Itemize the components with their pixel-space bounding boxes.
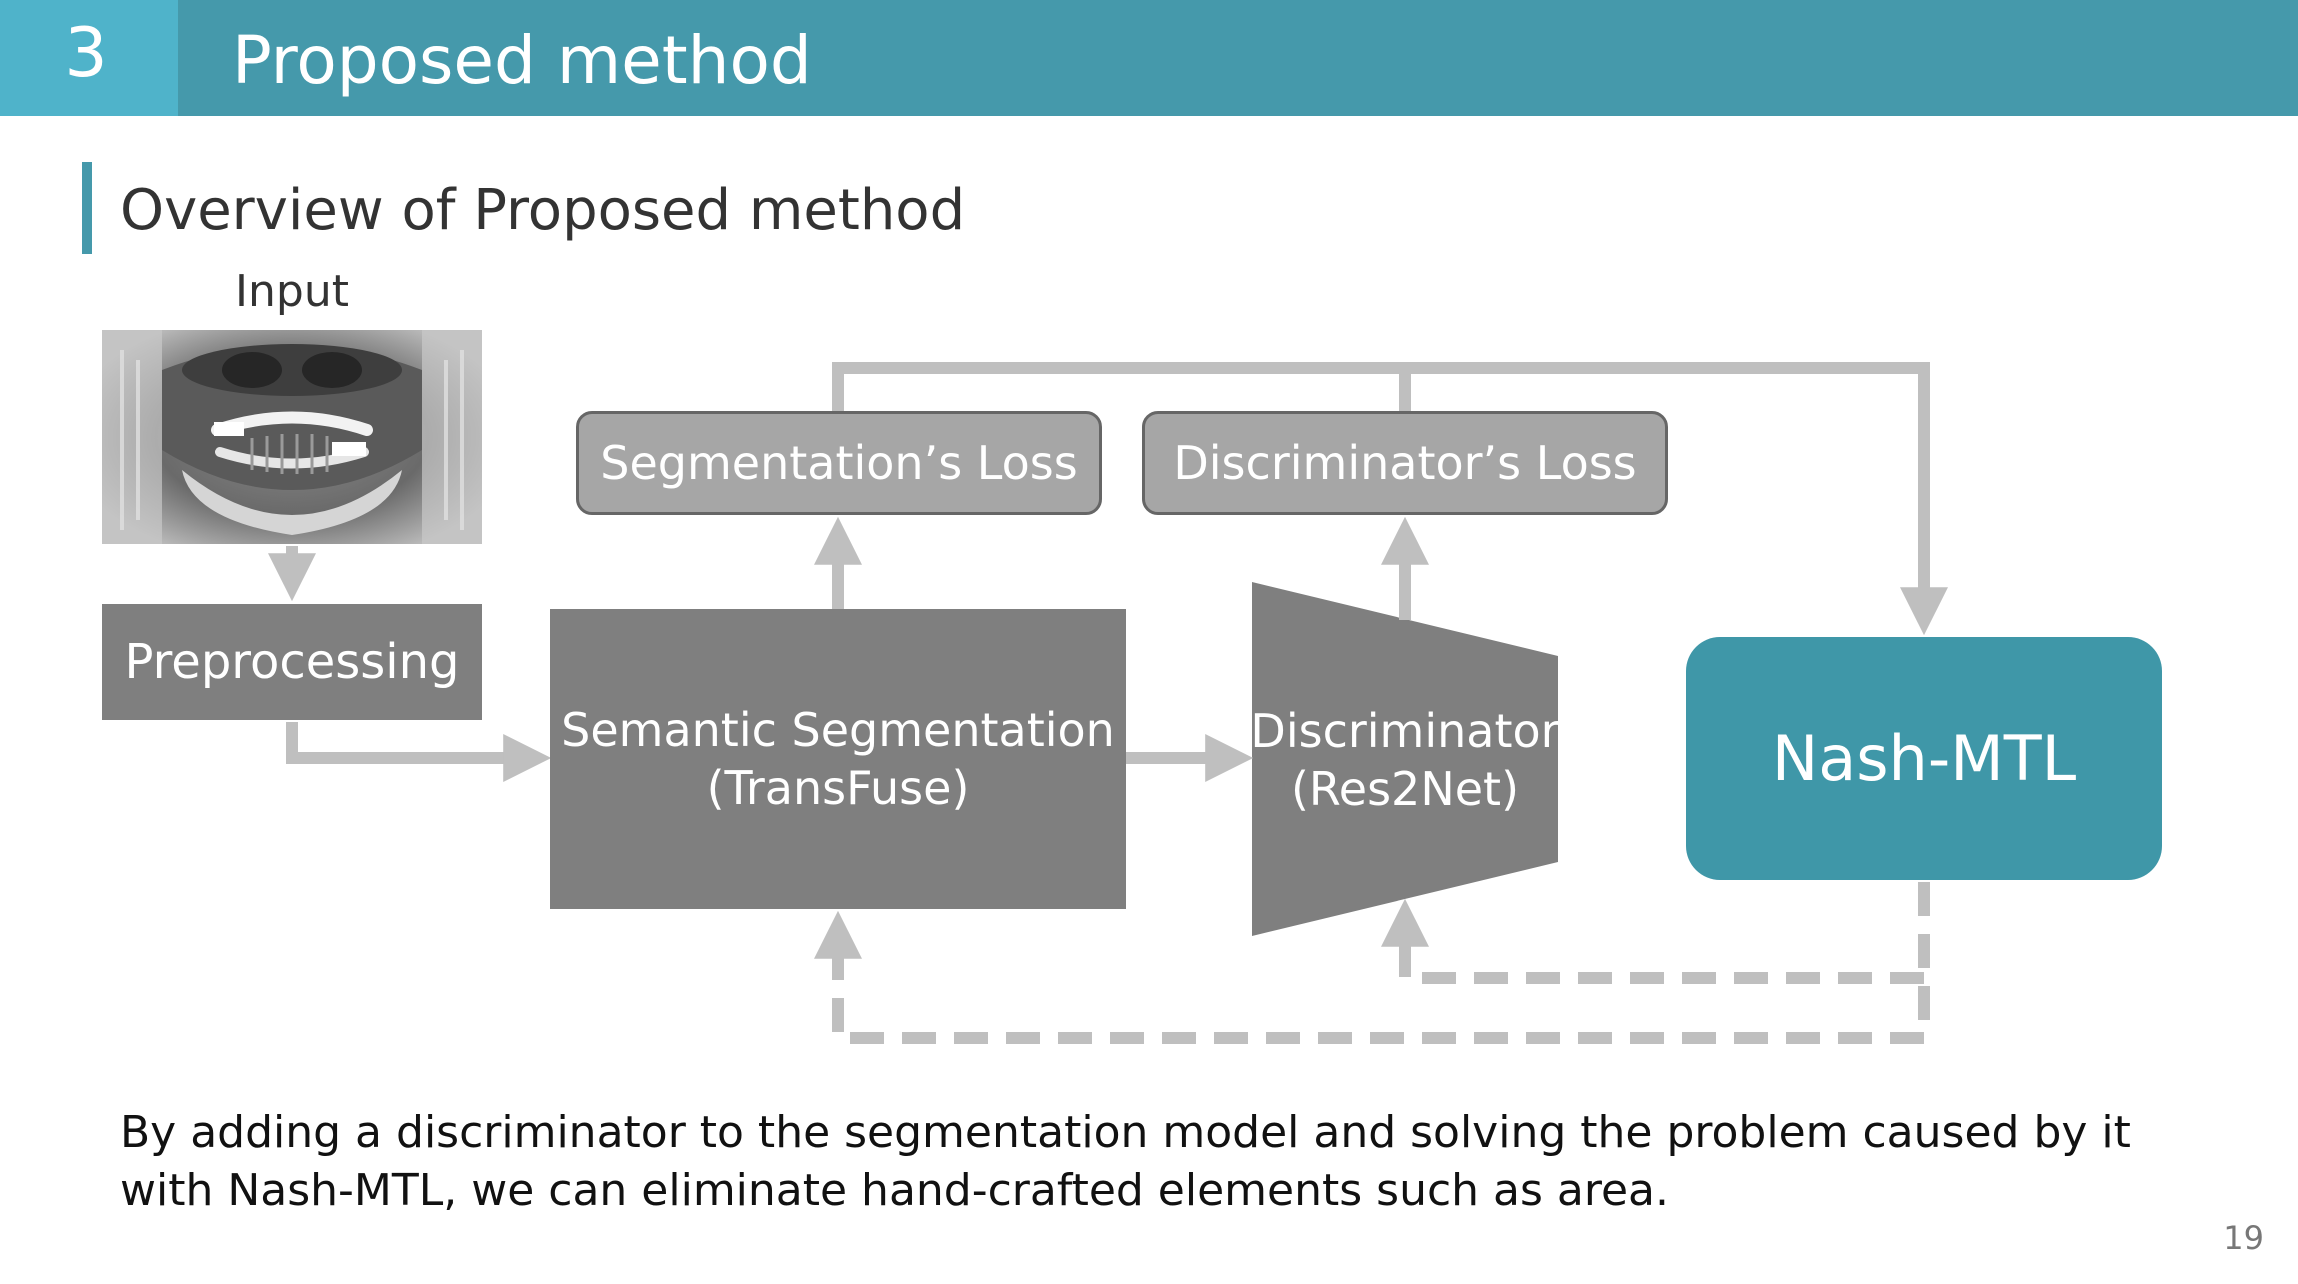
section-number-box xyxy=(0,0,178,116)
discriminator-loss-box: Discriminator’s Loss xyxy=(1142,411,1668,515)
subtitle-accent-bar xyxy=(82,162,92,254)
arrow-preprocessing-to-segmentation xyxy=(286,722,552,782)
segmentation-label-line1: Semantic Segmentation xyxy=(561,703,1115,757)
dashed-arrow-nash-to-segmentation xyxy=(814,882,1930,1044)
slide-subtitle: Overview of Proposed method xyxy=(120,178,966,243)
preprocessing-label: Preprocessing xyxy=(124,634,460,690)
header-bar xyxy=(0,0,2298,116)
discriminator-loss-label: Discriminator’s Loss xyxy=(1173,436,1637,490)
section-number: 3 xyxy=(64,14,108,93)
description-text: By adding a discriminator to the segment… xyxy=(120,1107,2131,1216)
discriminator-shape xyxy=(1252,582,1558,936)
dashed-arrow-nash-to-discriminator xyxy=(1381,898,1924,984)
segmentation-loss-box: Segmentation’s Loss xyxy=(576,411,1102,515)
semantic-segmentation-box: Semantic Segmentation (TransFuse) xyxy=(550,609,1126,909)
nash-mtl-label: Nash-MTL xyxy=(1771,722,2077,795)
preprocessing-box: Preprocessing xyxy=(102,604,482,720)
input-label: Input xyxy=(235,266,349,317)
nash-mtl-box: Nash-MTL xyxy=(1686,637,2162,880)
segmentation-label-line2: (TransFuse) xyxy=(706,761,970,815)
dental-xray-image xyxy=(102,330,482,544)
discriminator-label-line2: (Res2Net) xyxy=(1290,762,1520,816)
page-title: Proposed method xyxy=(232,22,812,99)
arrow-losses-to-nash xyxy=(832,362,1948,636)
discriminator-label-line1: Discriminator xyxy=(1250,704,1560,758)
discriminator-box: Discriminator (Res2Net) xyxy=(1250,690,1560,830)
segmentation-loss-label: Segmentation’s Loss xyxy=(600,436,1078,490)
page-number: 19 xyxy=(2223,1219,2264,1257)
